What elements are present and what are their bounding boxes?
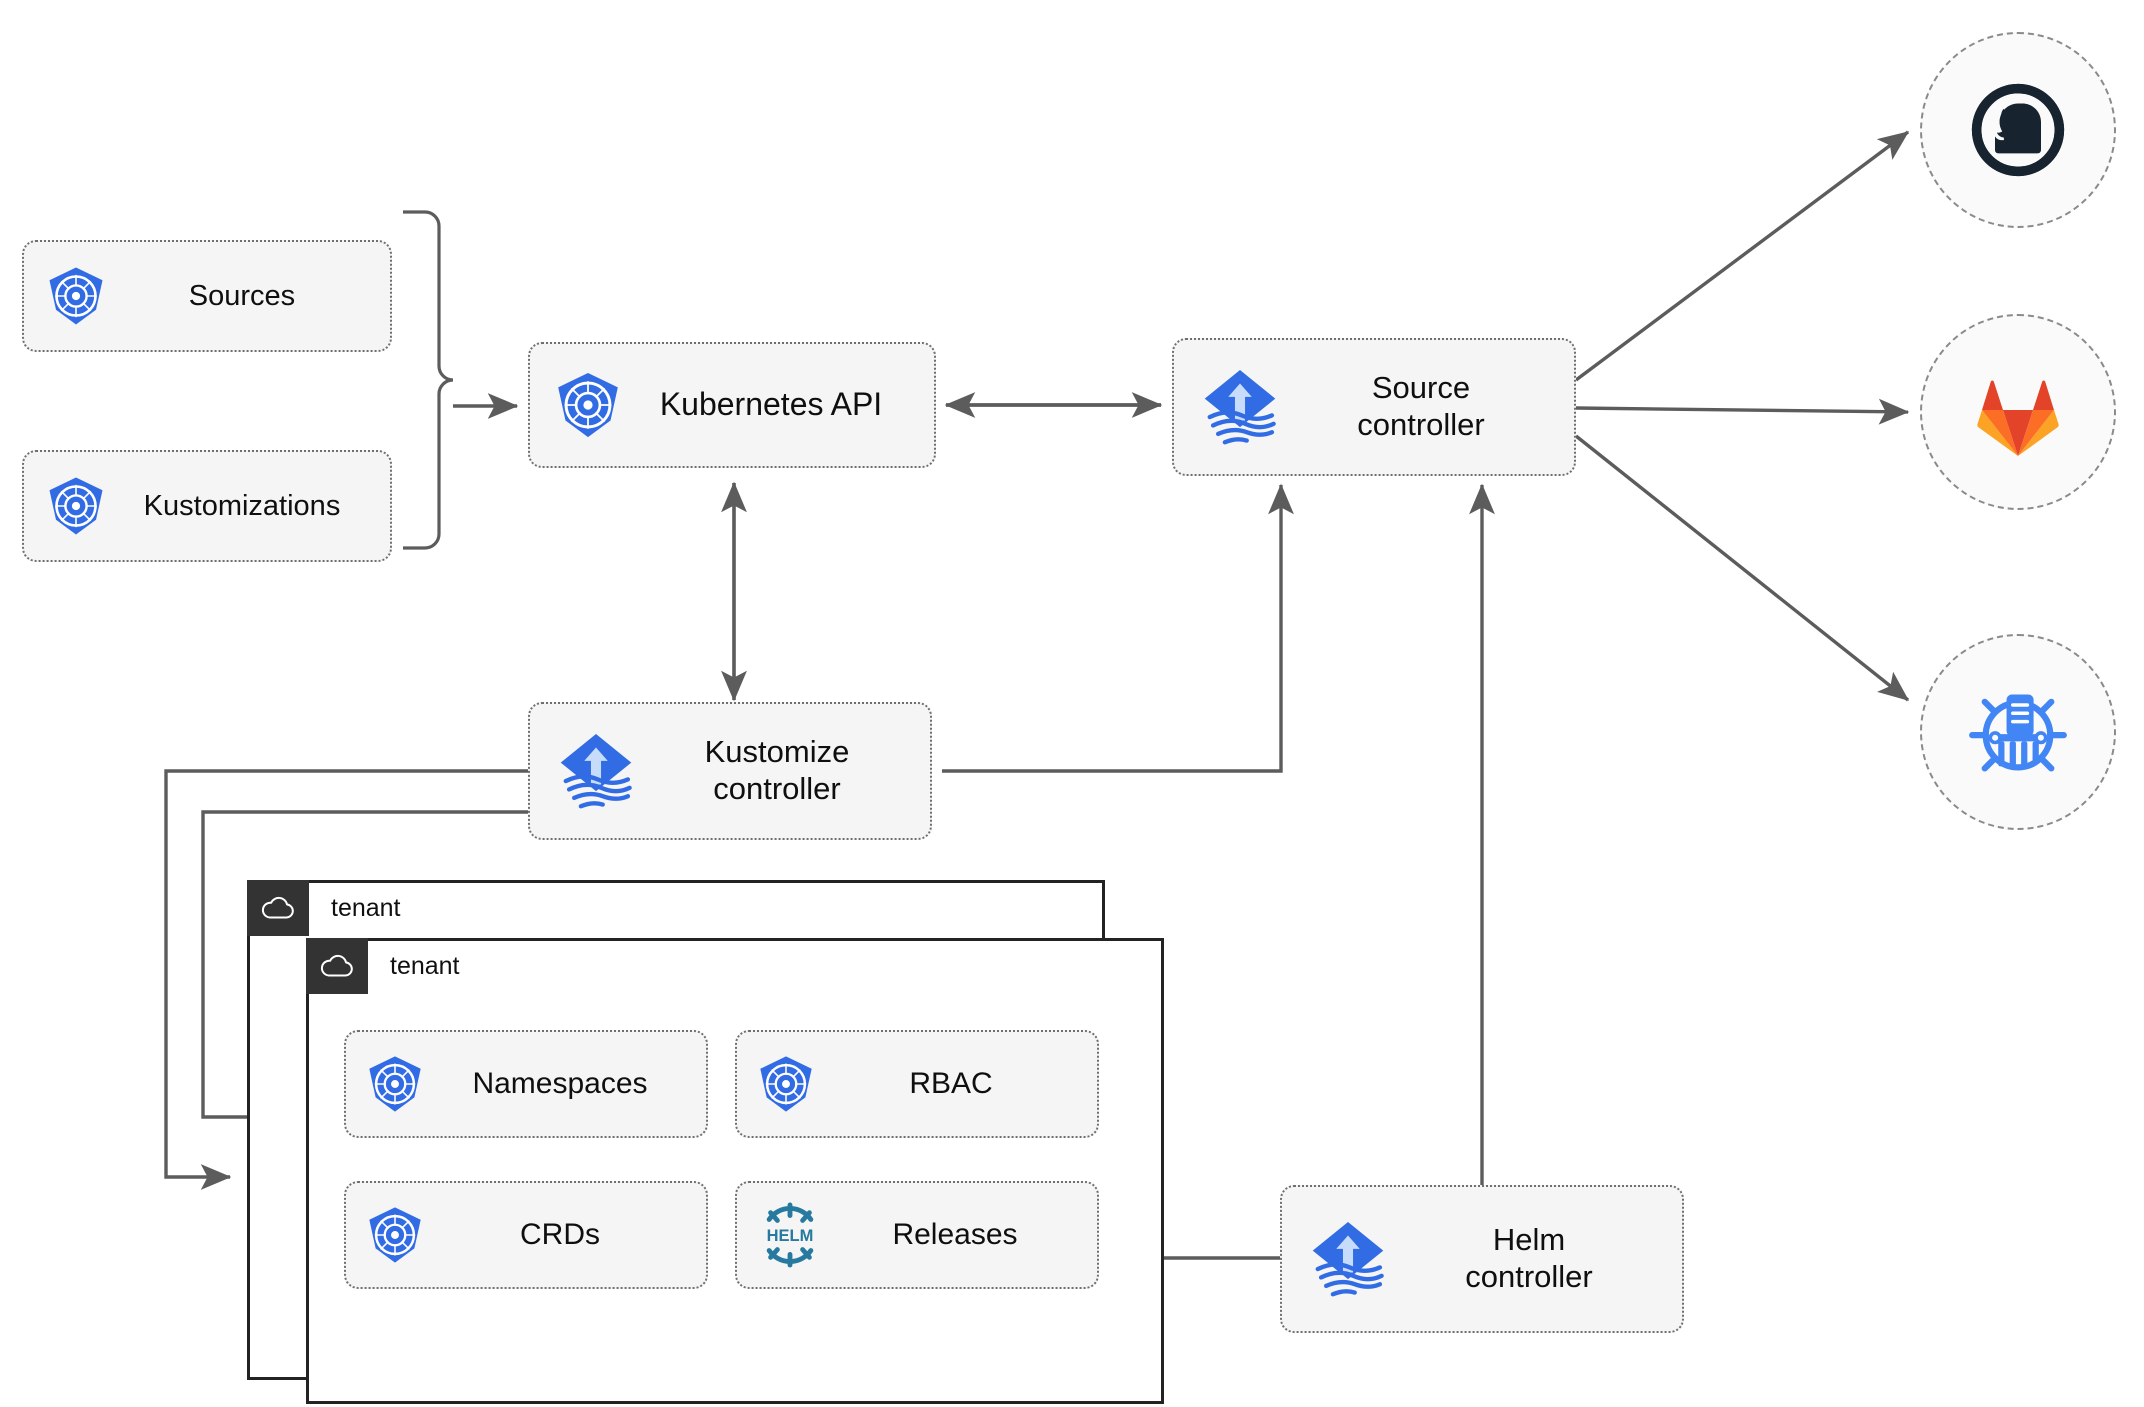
- flux-icon: [554, 729, 638, 813]
- endpoint-bucket[interactable]: [1920, 634, 2116, 830]
- tenant-header: tenant: [247, 880, 401, 936]
- node-label: Kustomize controller: [704, 734, 850, 806]
- kubernetes-icon: [44, 264, 108, 328]
- card-rbac[interactable]: RBAC: [735, 1030, 1099, 1138]
- node-label: Kustomizations: [143, 489, 341, 522]
- helm-icon: HELM: [755, 1202, 825, 1268]
- kubernetes-icon: [364, 1053, 426, 1115]
- node-label: Sources: [188, 279, 296, 312]
- card-label: RBAC: [909, 1067, 993, 1101]
- node-kubernetes-api[interactable]: Kubernetes API: [528, 342, 936, 468]
- tenant-label: tenant: [331, 894, 401, 922]
- endpoint-gitlab[interactable]: [1920, 314, 2116, 510]
- kubernetes-icon: [364, 1204, 426, 1266]
- node-kustomize-controller[interactable]: Kustomize controller: [528, 702, 932, 840]
- helm-wordmark: HELM: [767, 1227, 814, 1245]
- gitlab-icon: [1977, 380, 2059, 456]
- endpoint-github[interactable]: [1920, 32, 2116, 228]
- flux-icon: [1198, 365, 1282, 449]
- card-label: CRDs: [520, 1218, 600, 1252]
- kubernetes-icon: [552, 369, 624, 441]
- node-helm-controller[interactable]: Helm controller: [1280, 1185, 1684, 1333]
- node-label: Helm controller: [1465, 1222, 1593, 1294]
- node-source-controller[interactable]: Source controller: [1172, 338, 1576, 476]
- card-label: Namespaces: [472, 1067, 648, 1101]
- github-icon: [1971, 83, 2065, 177]
- node-kustomizations[interactable]: Kustomizations: [22, 450, 392, 562]
- flux-icon: [1306, 1217, 1390, 1301]
- cloud-icon: [247, 880, 309, 936]
- kubernetes-icon: [755, 1053, 817, 1115]
- tenant-panel-front[interactable]: tenant Namespaces: [306, 938, 1164, 1404]
- card-label: Releases: [892, 1218, 1018, 1252]
- card-crds[interactable]: CRDs: [344, 1181, 708, 1289]
- card-releases[interactable]: HELM Releases: [735, 1181, 1099, 1289]
- node-label: Kubernetes API: [659, 386, 883, 423]
- node-sources[interactable]: Sources: [22, 240, 392, 352]
- cloud-icon: [306, 938, 368, 994]
- bucket-icon: [1969, 694, 2067, 772]
- kubernetes-icon: [44, 474, 108, 538]
- tenant-header: tenant: [306, 938, 460, 994]
- node-label: Source controller: [1357, 370, 1485, 442]
- tenant-label: tenant: [390, 952, 460, 980]
- card-namespaces[interactable]: Namespaces: [344, 1030, 708, 1138]
